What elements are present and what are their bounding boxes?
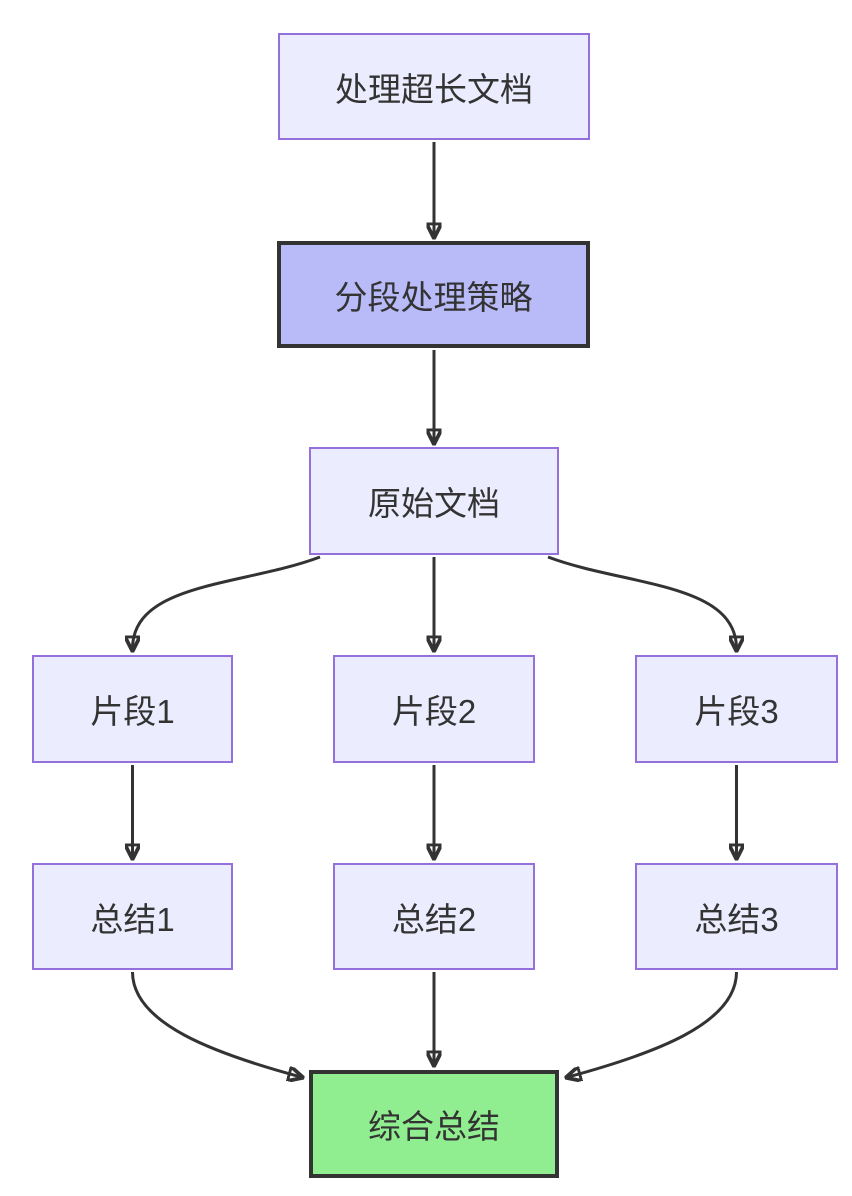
node-label: 片段1 <box>90 693 175 730</box>
node-label: 处理超长文档 <box>335 70 533 108</box>
node-summary-2: 总结2 <box>333 863 535 970</box>
node-fragment-3: 片段3 <box>635 655 838 763</box>
node-fragment-1: 片段1 <box>32 655 233 763</box>
node-summary-1: 总结1 <box>32 863 233 970</box>
edge-C-D <box>133 555 321 649</box>
node-label: 原始文档 <box>368 485 500 522</box>
node-label: 综合总结 <box>368 1108 500 1145</box>
node-final-summary: 综合总结 <box>309 1070 559 1178</box>
node-source-document: 原始文档 <box>309 447 559 555</box>
node-label: 片段3 <box>694 693 779 730</box>
node-label: 总结2 <box>391 900 477 938</box>
edge-C-F <box>547 555 737 649</box>
edge-I-J <box>568 971 738 1077</box>
node-label: 片段2 <box>391 693 477 730</box>
node-fragment-2: 片段2 <box>333 655 535 763</box>
node-process-long-doc: 处理超长文档 <box>278 33 590 140</box>
node-summary-3: 总结3 <box>635 863 838 970</box>
node-label: 总结1 <box>90 900 175 938</box>
node-segmentation-strategy: 分段处理策略 <box>277 241 590 348</box>
node-label: 总结3 <box>694 900 779 938</box>
edge-G-J <box>131 971 302 1077</box>
node-label: 分段处理策略 <box>334 278 533 316</box>
